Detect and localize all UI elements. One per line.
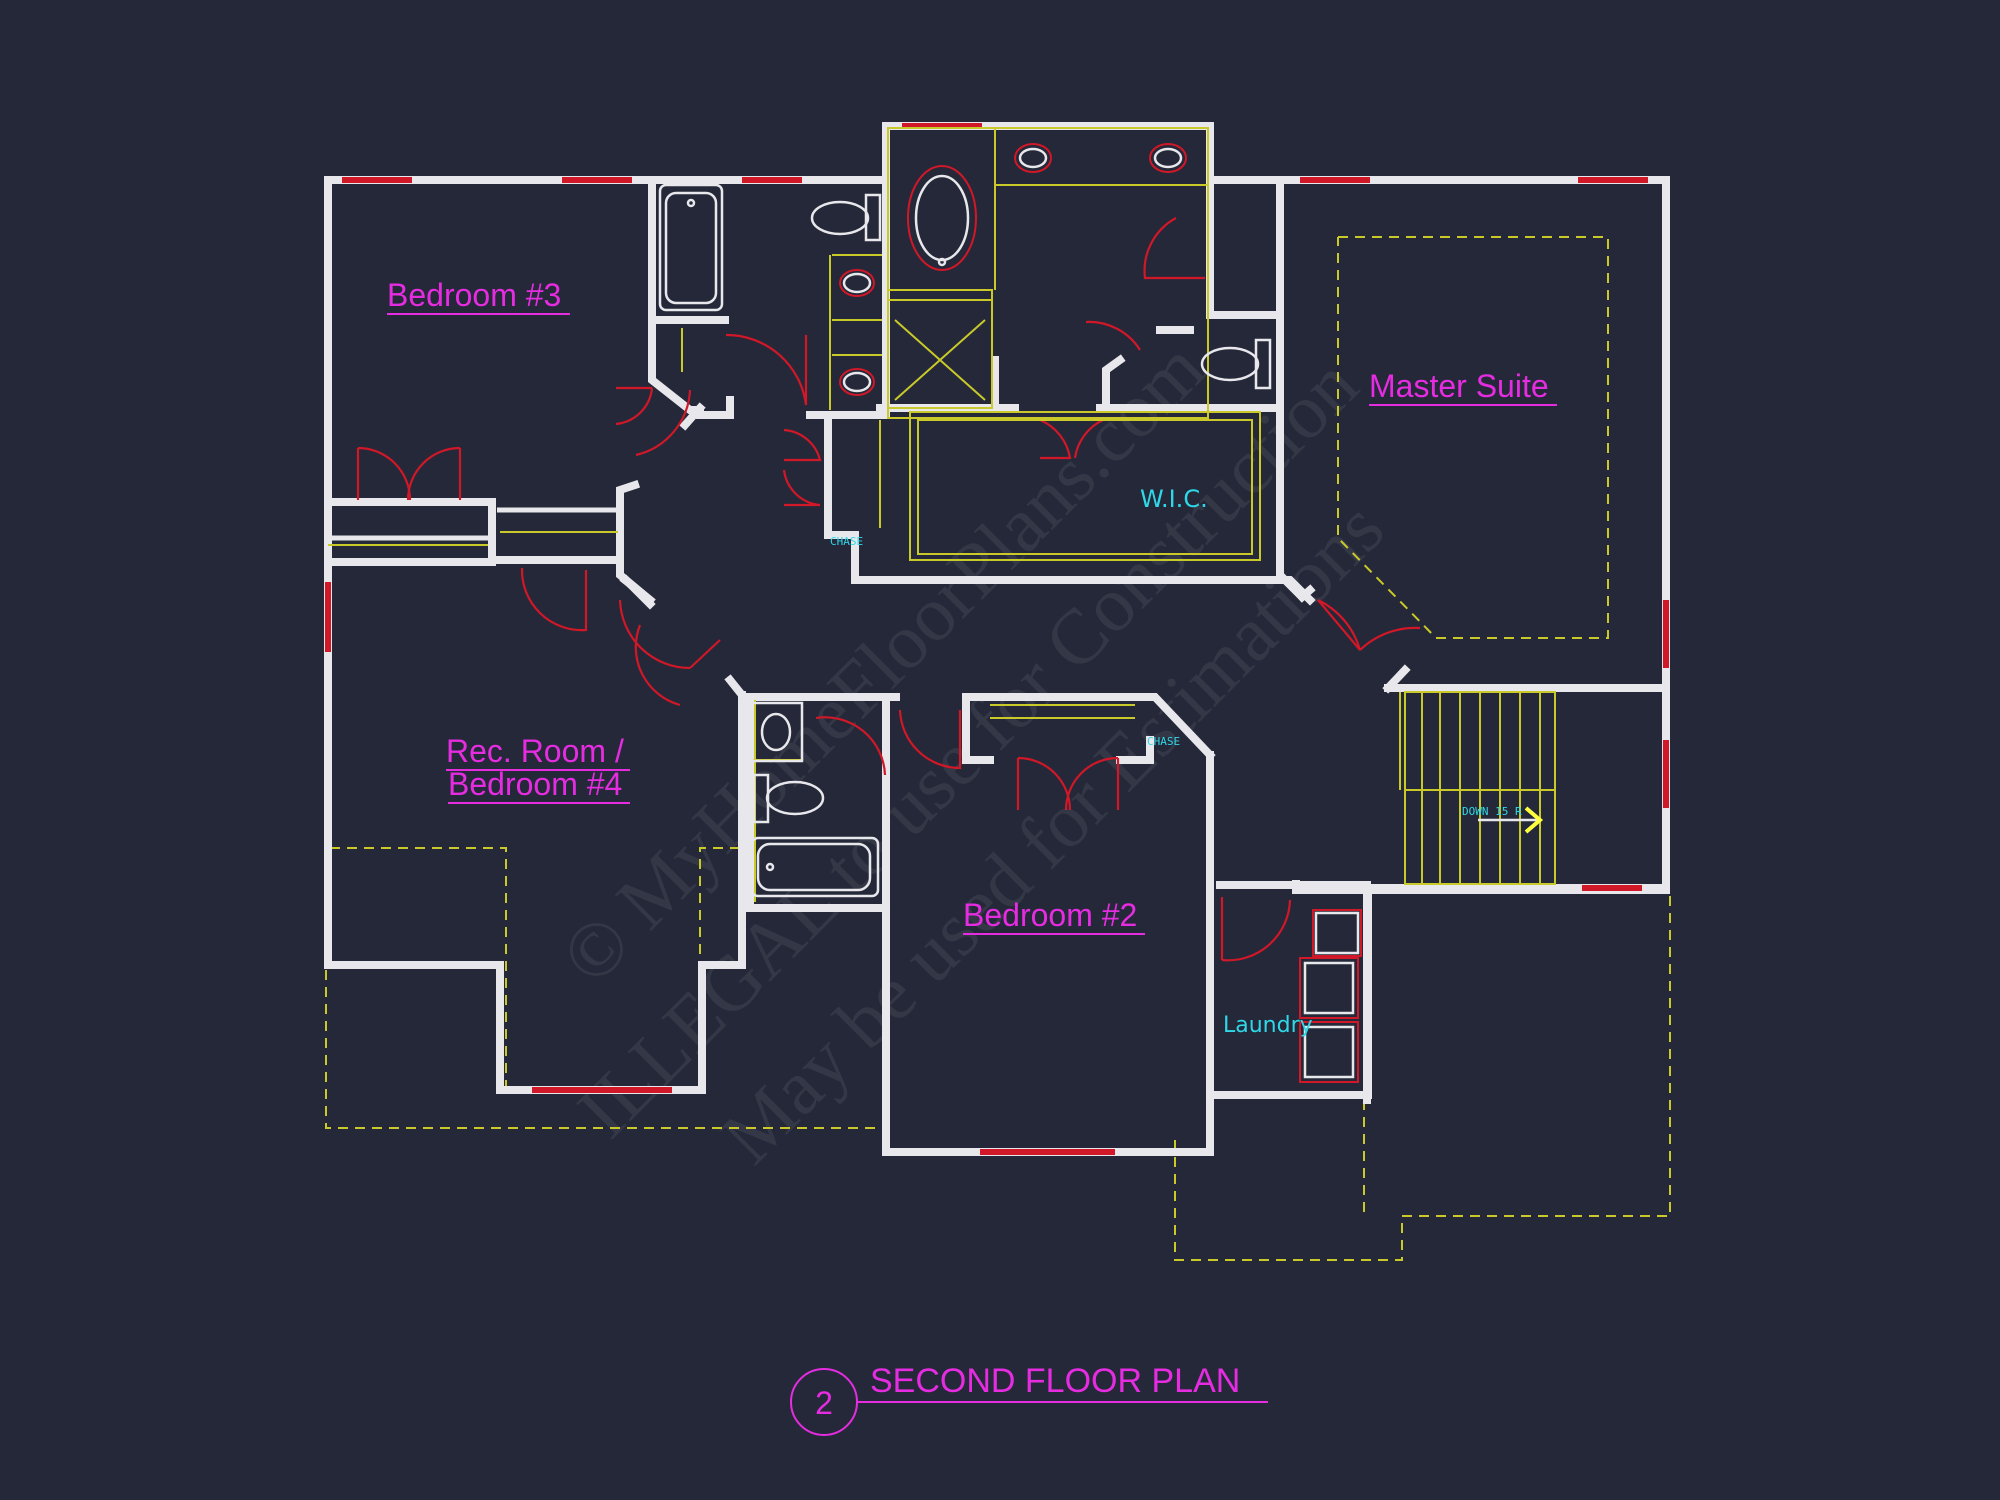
bedroom-3-label: Bedroom #3 (387, 277, 561, 313)
chase-note-1: CHASE (830, 535, 863, 548)
bedroom-2-label: Bedroom #2 (963, 897, 1137, 933)
wic-label: W.I.C. (1140, 485, 1208, 513)
stairs-note: DOWN 15 R (1462, 805, 1522, 818)
rec-room-label-line2: Bedroom #4 (448, 766, 622, 802)
laundry-label: Laundry (1223, 1013, 1313, 1038)
windows (325, 123, 1669, 1155)
rec-room-label-line1: Rec. Room / (446, 733, 624, 769)
room-labels: Bedroom #3 Master Suite W.I.C. Rec. Room… (387, 277, 1557, 1038)
fixtures-yellow (328, 127, 1556, 902)
plan-title: 2 SECOND FLOOR PLAN (790, 1362, 1268, 1436)
notes: CHASE CHASE DOWN 15 R (830, 535, 1522, 818)
title-text: SECOND FLOOR PLAN (870, 1362, 1240, 1400)
chase-note-2: CHASE (1147, 735, 1180, 748)
master-suite-label: Master Suite (1369, 368, 1549, 404)
doors (356, 217, 1421, 962)
title-number: 2 (815, 1385, 833, 1421)
fixtures (658, 143, 1544, 1083)
